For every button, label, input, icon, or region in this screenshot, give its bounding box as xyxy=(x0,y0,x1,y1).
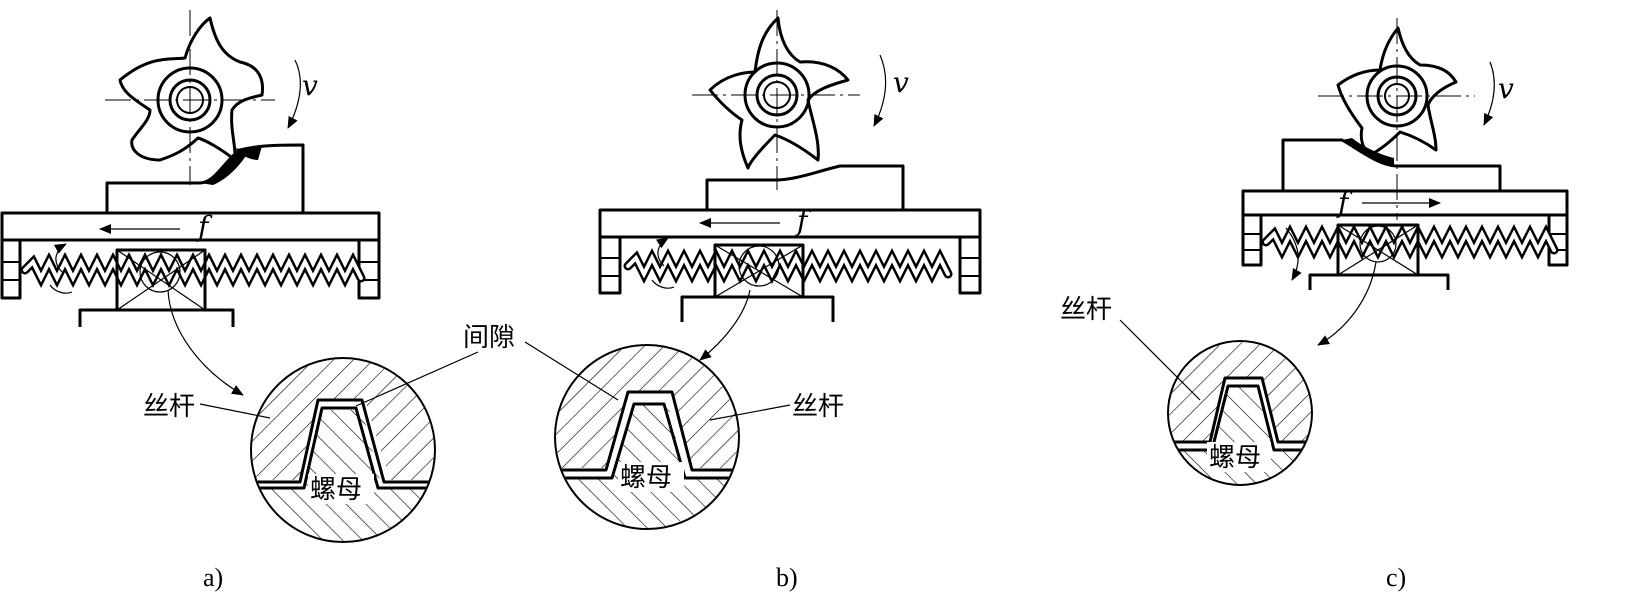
screw-label-text: 丝杆 xyxy=(792,392,844,422)
lead-screw xyxy=(20,243,366,294)
detail-arrow xyxy=(699,289,751,361)
milling-cutter xyxy=(105,10,275,185)
speed-arrow: v xyxy=(873,54,909,127)
panel-c: v f xyxy=(1060,18,1569,592)
detail-view: 螺母 xyxy=(1167,340,1313,486)
screw-label-text: 丝杆 xyxy=(1060,295,1112,325)
worktable xyxy=(598,208,982,295)
workpiece xyxy=(705,164,905,210)
nut-label: 螺母 xyxy=(310,475,362,505)
caption-a: a) xyxy=(203,563,223,592)
detail-view: 螺母 xyxy=(250,357,436,543)
nut-label: 螺母 xyxy=(1209,443,1261,473)
lead-screw xyxy=(1261,223,1559,281)
milling-cutter xyxy=(692,10,860,190)
screw-label: 丝杆 xyxy=(709,392,844,422)
detail-arrow xyxy=(1317,261,1377,346)
caption-c: c) xyxy=(1386,563,1406,592)
speed-label: v xyxy=(893,66,909,99)
nut-label: 螺母 xyxy=(620,463,672,493)
lead-screw xyxy=(623,237,953,289)
speed-arrow: v xyxy=(1483,61,1514,126)
detail-view: 螺母 xyxy=(554,344,740,530)
gap-label: 间隙 xyxy=(355,323,619,407)
workpiece xyxy=(1281,138,1502,191)
screw-label-text: 丝杆 xyxy=(143,392,195,422)
screw-label: 丝杆 xyxy=(143,392,271,422)
workpiece xyxy=(105,143,305,213)
panel-b: v f xyxy=(554,10,982,592)
feed-arrow: f xyxy=(99,210,213,243)
speed-arrow: v xyxy=(287,59,318,129)
panel-a: v f xyxy=(0,10,436,592)
feed-label: f xyxy=(196,210,213,243)
screw-label: 丝杆 xyxy=(1060,295,1201,401)
caption-b: b) xyxy=(776,563,798,592)
nut-block xyxy=(1308,223,1450,290)
speed-label: v xyxy=(302,69,318,102)
speed-label: v xyxy=(1498,72,1514,105)
worktable xyxy=(0,211,381,300)
gap-label-text: 间隙 xyxy=(463,323,515,353)
detail-arrow xyxy=(167,289,244,396)
nut-block xyxy=(680,243,835,322)
nut-block xyxy=(78,248,235,327)
